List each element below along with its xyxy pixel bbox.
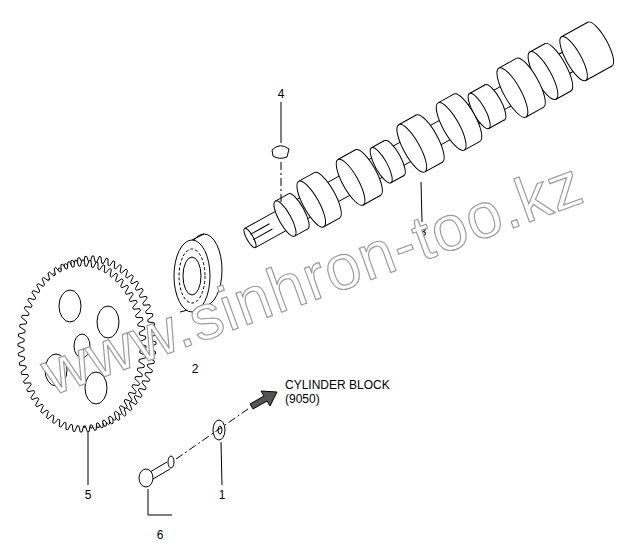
callout-number: 5: [85, 488, 92, 502]
gear-hole: [59, 290, 81, 322]
leader-line: [281, 102, 282, 143]
section-face: [270, 198, 300, 239]
label-position: 5: [85, 485, 92, 503]
bolt-head: [139, 469, 153, 487]
label-position: CYLINDER BLOCK (9050): [285, 378, 403, 407]
direction-arrow: [250, 391, 277, 409]
label-position: 1: [219, 485, 226, 503]
key-shape: [272, 146, 289, 159]
spring-washer: [168, 456, 174, 468]
callout-number: 2: [192, 362, 199, 376]
label-position: 6: [157, 525, 164, 543]
shaft-section: [270, 191, 313, 239]
bracket-line: [148, 489, 172, 515]
fasteners: [139, 420, 225, 487]
plain-washer: [213, 420, 225, 440]
reference-note: CYLINDER BLOCK (9050): [285, 378, 403, 407]
watermark: www.sinhron-too.kz: [31, 145, 593, 411]
leader-line: [88, 432, 89, 485]
callout-number: 4: [278, 87, 285, 101]
label-position: 4: [278, 84, 285, 102]
woodruff-key: [272, 146, 289, 159]
callout-number: 1: [219, 488, 226, 502]
shaft-section: [331, 146, 387, 209]
leader-line: [221, 442, 222, 485]
center-line: [281, 162, 282, 205]
callout-number: 6: [157, 528, 164, 542]
label-position: 2: [192, 359, 199, 377]
label-position: www.sinhron-too.kz: [31, 145, 593, 411]
key-slot: [250, 224, 272, 240]
center-line: [176, 409, 248, 459]
